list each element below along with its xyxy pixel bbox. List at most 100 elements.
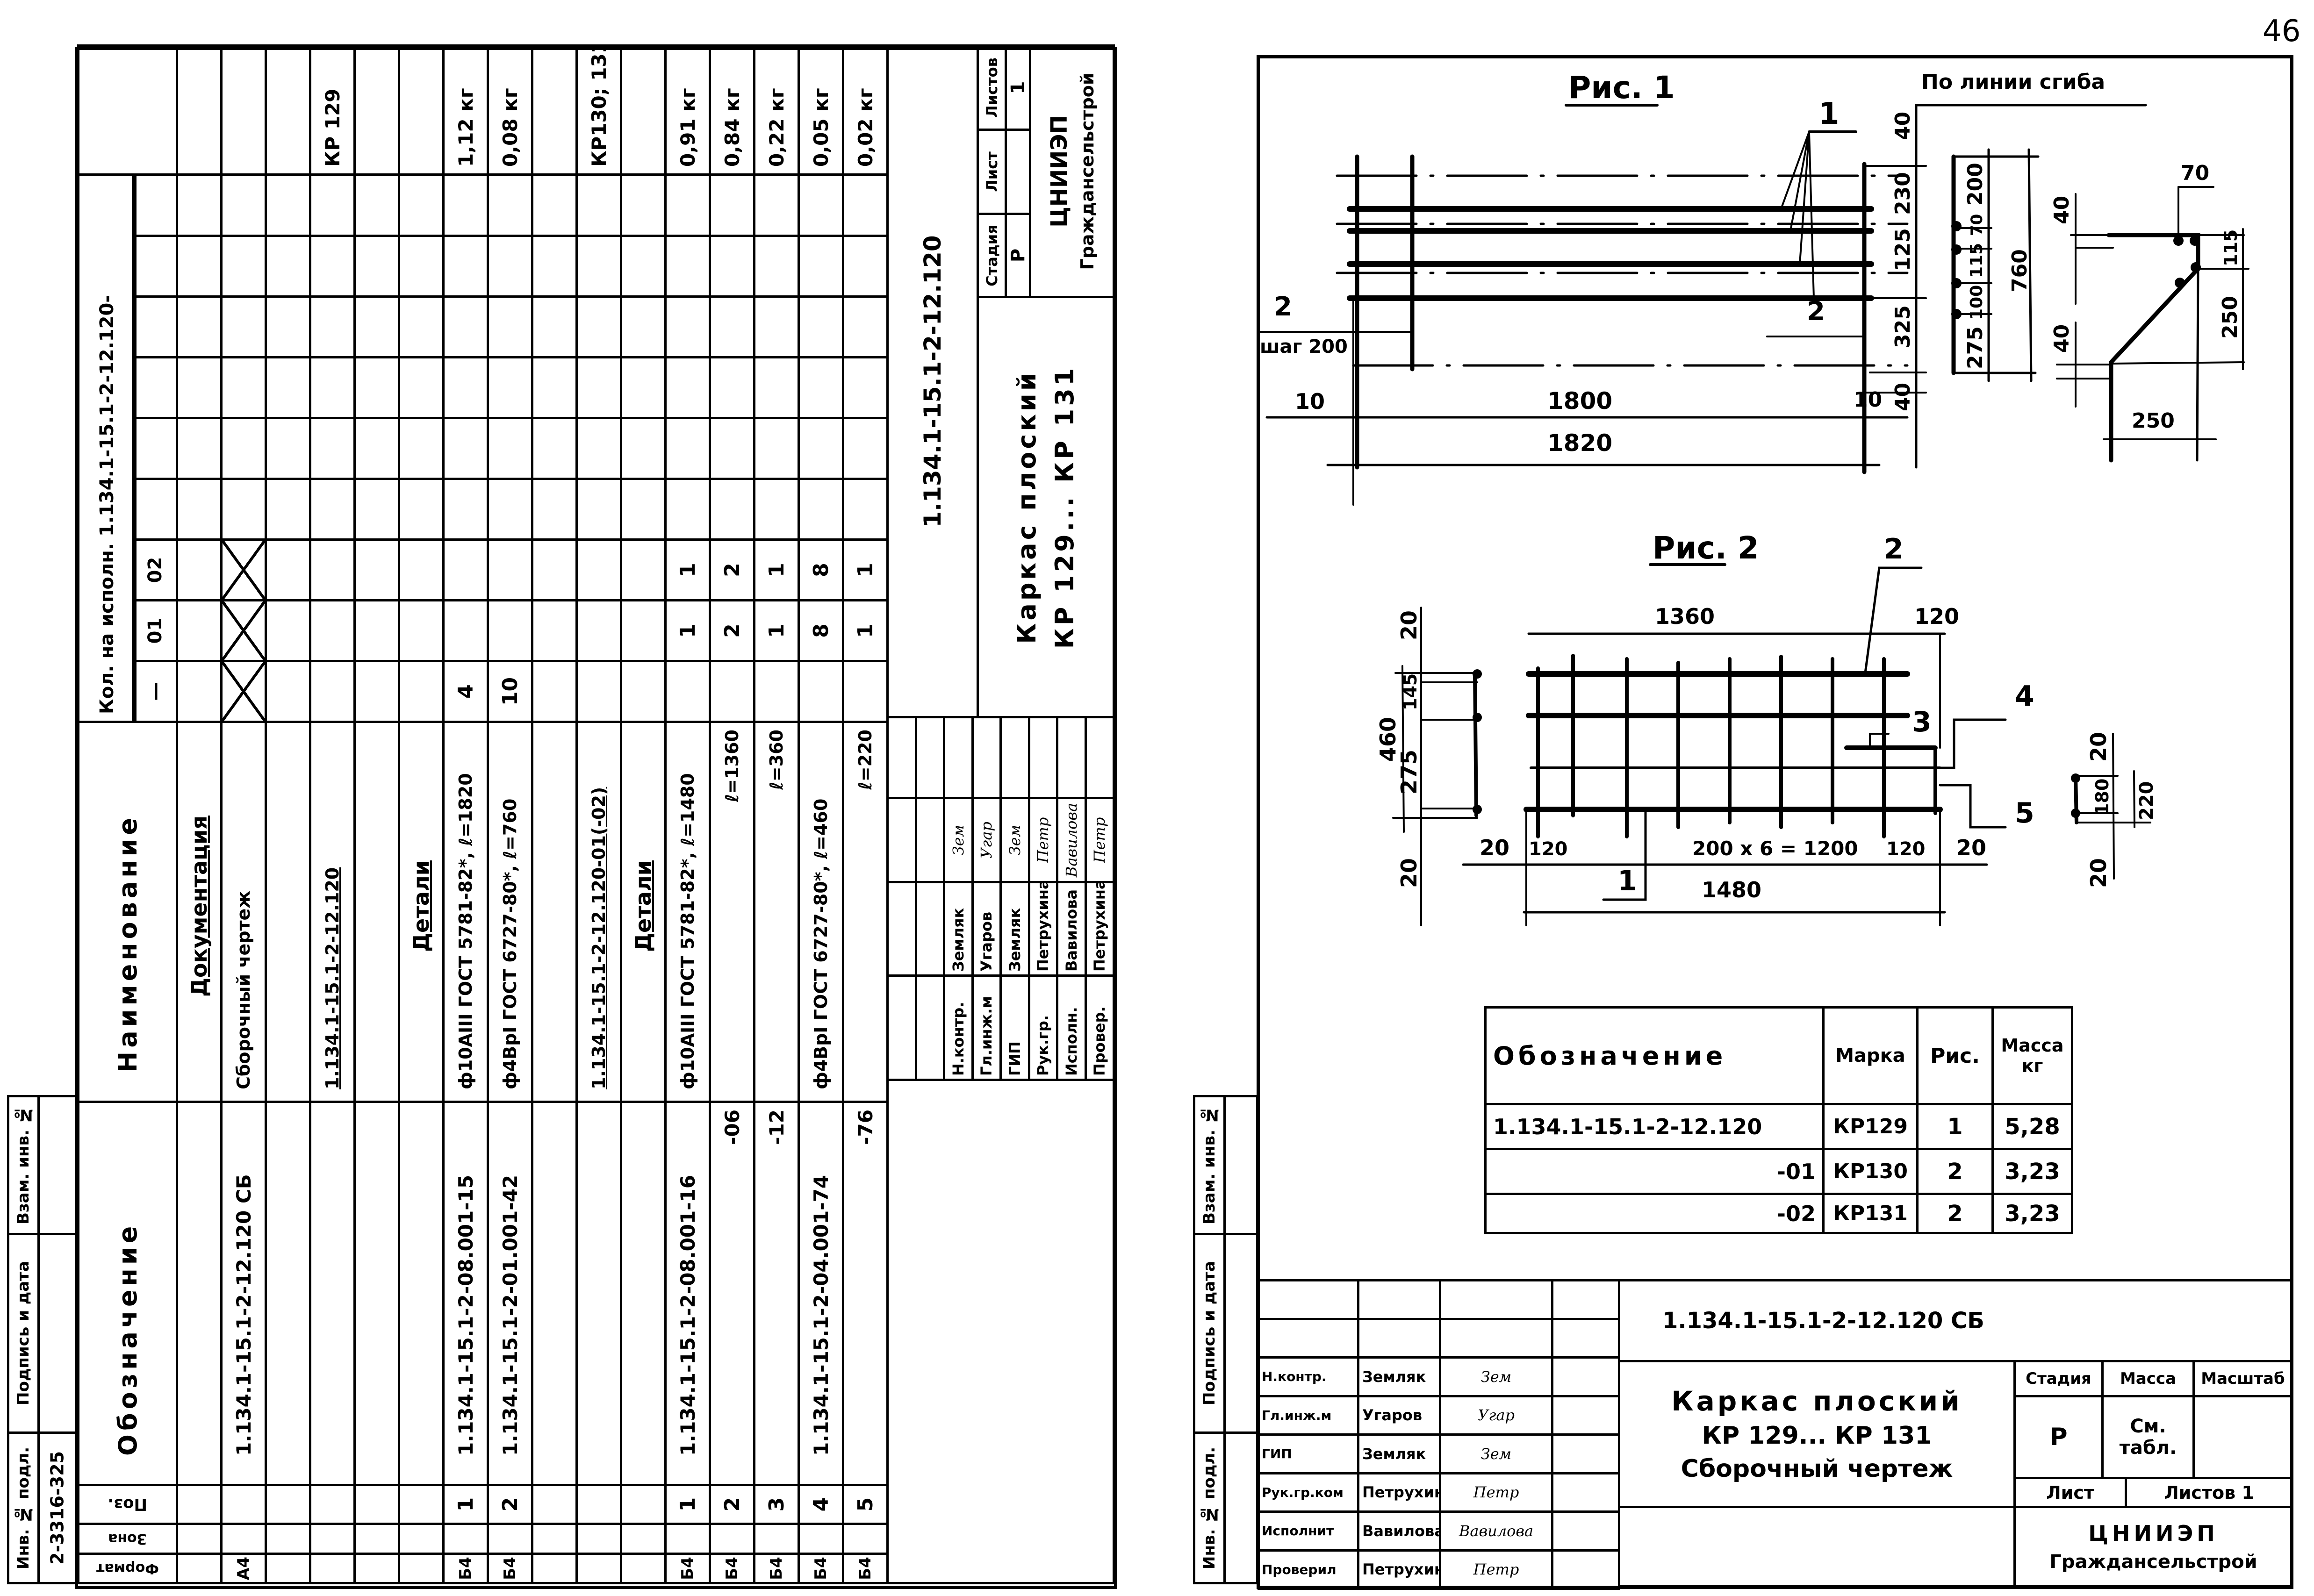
callout-2: 2 <box>1884 533 1904 565</box>
dim-1480: 1480 <box>1702 877 1761 902</box>
title-line-2: КР 129... КР 131 <box>1702 1422 1932 1450</box>
header-designation: Обозначение <box>1484 1006 1825 1105</box>
dim-1820: 1820 <box>1547 429 1612 457</box>
mass-table: Обозначение Марка Рис. Масса кг 1.134.1-… <box>1484 1006 2073 1234</box>
page-number: 46 <box>2263 14 2301 49</box>
fig2-frame-elevation <box>1462 563 2007 926</box>
cell-designation: -02 <box>1484 1193 1825 1234</box>
fig1-frame-elevation <box>1257 104 2147 506</box>
dim-b-40a: 40 <box>2050 196 2074 224</box>
signature-name: Петрухина <box>1357 1472 1441 1513</box>
dim-b-115: 115 <box>2221 229 2241 266</box>
cell-fig: 2 <box>1916 1148 1994 1195</box>
organization: ЦНИИЭП Граждансельстрой <box>2013 1506 2293 1588</box>
dim-bot-20-right: 20 <box>1956 835 1986 860</box>
fold-line-label: По линии сгиба <box>1921 70 2105 94</box>
signature-image: Зем <box>1439 1433 1553 1474</box>
cell-mark: КР131 <box>1822 1193 1919 1234</box>
mass-label: Масса <box>2101 1360 2195 1397</box>
signature-date <box>1551 1433 1620 1474</box>
dim-left-20-bottom: 20 <box>1396 858 1422 888</box>
signature-image <box>1439 1279 1553 1320</box>
signature-role: Гл.инж.м <box>1258 1395 1359 1436</box>
signature-image <box>1439 1317 1553 1359</box>
sheets-label: Листов 1 <box>2125 1477 2293 1508</box>
dim-v-325: 325 <box>1891 305 1915 348</box>
signature-date <box>1551 1472 1620 1513</box>
scale-value <box>2192 1395 2293 1479</box>
mass-value: См. табл. <box>2101 1395 2195 1479</box>
cell-mass: 3,23 <box>1991 1148 2073 1195</box>
signature-image: Зем <box>1439 1356 1553 1397</box>
cell-mark: КР129 <box>1822 1103 1919 1150</box>
cell-designation: 1.134.1-15.1-2-12.120 <box>1484 1103 1825 1150</box>
dim-left-275: 275 <box>1396 750 1422 794</box>
signature-date <box>1551 1279 1620 1320</box>
dim-bot-120-right: 120 <box>1886 838 1926 860</box>
signature-name <box>1357 1317 1441 1359</box>
step-label: шаг 200 <box>1260 336 1348 358</box>
dim-s-760: 760 <box>2008 249 2032 292</box>
signature-role: Н.контр. <box>1258 1356 1359 1397</box>
org-line-2: Граждансельстрой <box>2049 1551 2257 1573</box>
fig1-section-760 <box>1951 148 2040 382</box>
dim-left-20-top: 20 <box>1396 610 1422 640</box>
drawing-title: Каркас плоский КР 129... КР 131 Сборочны… <box>1618 1360 2016 1508</box>
dim-bot-middle: 200 x 6 = 1200 <box>1692 837 1858 860</box>
left-sheet-frame <box>75 47 1117 1589</box>
signature-name: Угаров <box>1357 1395 1441 1436</box>
dim-s-70: 70 <box>1968 214 1986 236</box>
title-line-3: Сборочный чертеж <box>1681 1454 1953 1483</box>
dim-s-100: 100 <box>1967 285 1986 320</box>
dim-left-460: 460 <box>1375 717 1401 762</box>
cell-fig: 1 <box>1916 1103 1994 1150</box>
dim-v-top: 40 <box>1891 112 1915 140</box>
dim-s-275: 275 <box>1963 326 1987 369</box>
cell-mark: КР130 <box>1822 1148 1919 1195</box>
title-line-1: Каркас плоский <box>1671 1385 1962 1417</box>
signature-role: Проверил <box>1258 1549 1359 1590</box>
signature-image: Петр <box>1439 1472 1553 1513</box>
fig1-title: Рис. 1 <box>1568 70 1675 106</box>
header-mass: Масса кг <box>1991 1006 2073 1105</box>
signature-image: Петр <box>1439 1549 1553 1590</box>
header-fig: Рис. <box>1916 1006 1994 1105</box>
signature-name: Земляк <box>1357 1433 1441 1474</box>
dim-b-250-v: 250 <box>2218 296 2242 339</box>
signature-name: Земляк <box>1357 1356 1441 1397</box>
dim-b-250-h: 250 <box>2132 409 2175 433</box>
signature-name: Вавилова <box>1357 1510 1441 1552</box>
callout-4: 4 <box>2015 680 2034 713</box>
fig1-bent-bar-detail <box>2056 186 2249 463</box>
dim-bot-20-left: 20 <box>1480 835 1509 860</box>
signature-role: ГИП <box>1258 1433 1359 1474</box>
signature-name: Петрухина <box>1357 1549 1441 1590</box>
dim-s-115: 115 <box>1967 243 1986 278</box>
dim-bot-120-left: 120 <box>1529 838 1568 860</box>
signature-date <box>1551 1549 1620 1590</box>
callout-2a: 2 <box>1274 292 1292 322</box>
signature-date <box>1551 1510 1620 1552</box>
callout-1: 1 <box>1617 865 1637 897</box>
cell-mass: 5,28 <box>1991 1103 2073 1150</box>
signature-role: Рук.гр.ком <box>1258 1472 1359 1513</box>
dim-s-200: 200 <box>1963 163 1987 206</box>
sheet-label: Лист <box>2013 1477 2127 1508</box>
dim-top-120: 120 <box>1914 604 1959 629</box>
callout-3: 3 <box>1912 706 1932 738</box>
doc-number: 1.134.1-15.1-2-12.120 СБ <box>1618 1279 2293 1362</box>
dim-1360: 1360 <box>1655 604 1715 629</box>
dim-end-right: 10 <box>1854 388 1882 412</box>
fig2-left-section <box>1392 607 1482 926</box>
dim-b-40b: 40 <box>2050 324 2074 353</box>
dim-v-125: 125 <box>1891 228 1915 271</box>
cell-mass: 3,23 <box>1991 1193 2073 1234</box>
dim-right-180: 180 <box>2092 779 2113 816</box>
callout-2b: 2 <box>1807 296 1825 327</box>
signature-name <box>1357 1279 1441 1320</box>
signature-role <box>1258 1317 1359 1359</box>
callout-1: 1 <box>1818 97 1840 131</box>
dim-1800: 1800 <box>1547 387 1612 415</box>
fig2-title: Рис. 2 <box>1653 530 1759 566</box>
